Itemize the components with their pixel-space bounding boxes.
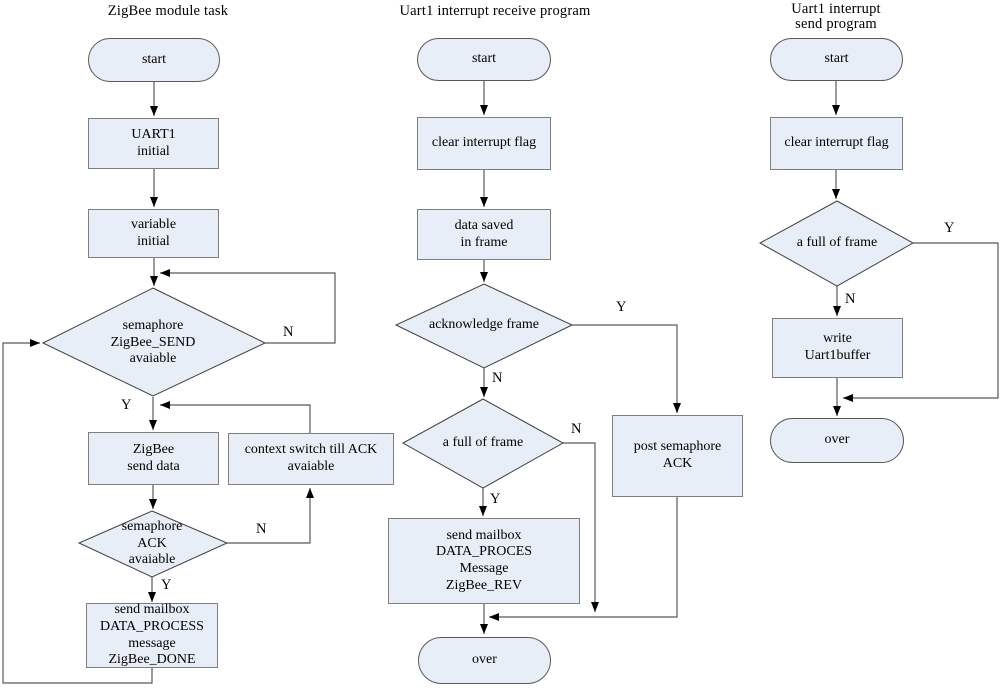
- edge-c2-post-merge: [489, 497, 678, 621]
- node-c1-uart1-initial: UART1 initial: [88, 118, 219, 169]
- decision-semaphore-ack-shape: [77, 510, 229, 578]
- edge-c3-full-yes-return: [843, 242, 999, 402]
- node-c2-post-semaphore: post semaphore ACK: [612, 415, 743, 497]
- edge-c1-ack-no-to-context: [227, 488, 314, 544]
- node-c1-variable-initial: variable initial: [88, 209, 219, 258]
- column-title-uart1-receive: Uart1 interrupt receive program: [399, 3, 591, 19]
- edge-c1-decision-no-loop: [160, 269, 336, 344]
- edge-c1-mailbox-loop-back: [2, 339, 153, 684]
- column-title-zigbee-task: ZigBee module task: [107, 3, 229, 19]
- node-c2-send-mailbox: send mailbox DATA_PROCES Message ZigBee_…: [388, 518, 580, 604]
- edge-c1-context-return: [160, 401, 311, 433]
- edge-label-c1-send-no: N: [283, 324, 294, 340]
- decision-semaphore-send-shape: [41, 287, 267, 397]
- decision-full-of-frame-rx-shape: [401, 398, 565, 489]
- node-c2-over: over: [418, 637, 551, 684]
- edge-label-c3-full-no: N: [845, 291, 856, 307]
- node-c3-clear-interrupt-flag: clear interrupt flag: [770, 117, 903, 170]
- node-c3-over: over: [770, 418, 904, 463]
- decision-full-of-frame-tx-shape: [758, 200, 915, 287]
- edge-label-c1-ack-no: N: [256, 521, 267, 537]
- node-c2-data-saved: data saved in frame: [417, 209, 551, 260]
- node-c2-clear-interrupt-flag: clear interrupt flag: [417, 117, 551, 170]
- node-c1-start: start: [88, 38, 220, 82]
- edge-c2-ack-yes-to-post: [572, 324, 681, 413]
- decision-acknowledge-frame-shape: [394, 283, 574, 369]
- edge-label-c2-ack-no: N: [492, 370, 503, 386]
- node-c2-start: start: [417, 38, 551, 81]
- node-c3-start: start: [770, 38, 903, 81]
- edge-label-c2-ack-yes: Y: [616, 299, 627, 315]
- edge-label-c2-full-no: N: [571, 421, 582, 437]
- edge-c2-full-no-down: [563, 442, 599, 612]
- node-c1-zigbee-send-data: ZigBee send data: [88, 432, 219, 485]
- node-c1-context-switch: context switch till ACK avaiable: [228, 433, 394, 485]
- edge-label-c1-ack-yes: Y: [161, 577, 172, 593]
- node-c3-write-buffer: write Uart1buffer: [772, 318, 903, 378]
- node-c1-send-mailbox: send mailbox DATA_PROCESS message ZigBee…: [86, 602, 218, 668]
- edge-label-c2-full-yes: Y: [490, 491, 501, 507]
- edge-label-c1-send-yes: Y: [121, 397, 132, 413]
- edge-label-c3-full-yes: Y: [944, 220, 955, 236]
- column-title-uart1-send: Uart1 interrupt send program: [791, 1, 881, 33]
